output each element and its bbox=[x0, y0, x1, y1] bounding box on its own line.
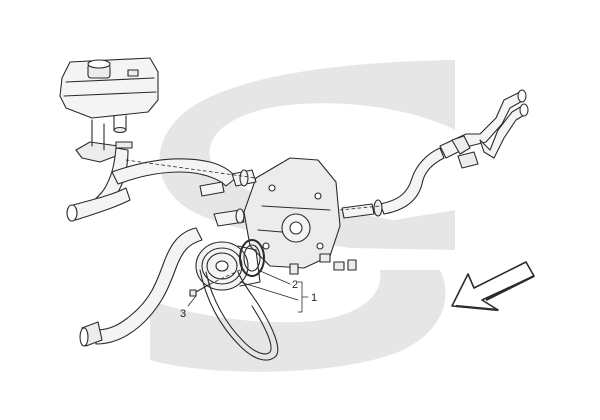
watermark-upper-arc bbox=[159, 60, 455, 250]
right-hose-riser bbox=[379, 147, 445, 215]
callout-number-3: 3 bbox=[180, 308, 186, 320]
watermark-logo bbox=[150, 60, 455, 372]
pump-bolt-4 bbox=[262, 242, 270, 250]
tank-cap-top bbox=[87, 59, 111, 69]
tank-ridge-line bbox=[65, 77, 155, 83]
right-connector-hose bbox=[341, 147, 445, 219]
left-outlet-pipe-end bbox=[66, 204, 78, 222]
bolt-shaft bbox=[195, 283, 211, 293]
pump-housing-rib bbox=[261, 205, 331, 211]
belt-path bbox=[199, 269, 279, 361]
tank-ridge-line-2 bbox=[63, 91, 157, 97]
small-fitting bbox=[319, 253, 331, 263]
pump-hose-fittings bbox=[199, 169, 257, 227]
fitting-lower-clamp bbox=[235, 208, 245, 224]
upper-right-pipe-end bbox=[517, 89, 527, 103]
tank-outlet-ring bbox=[113, 126, 127, 134]
watermark-lower-arc bbox=[150, 270, 446, 372]
right-small-fittings bbox=[289, 253, 357, 275]
callout-1-bracket bbox=[297, 281, 309, 313]
small-fitting-3 bbox=[347, 259, 357, 271]
pump-housing-boss-inner bbox=[289, 221, 303, 235]
lower-left-hose-opening bbox=[79, 327, 89, 347]
pulley-hub bbox=[215, 260, 229, 272]
belt-path-inner bbox=[205, 271, 272, 355]
lower-left-hose bbox=[79, 227, 203, 347]
pump-bolt-3 bbox=[316, 242, 324, 250]
right-hose-clamp bbox=[373, 199, 383, 217]
bolt-head bbox=[189, 289, 197, 297]
left-outlet-pipe bbox=[66, 187, 131, 222]
fitting-upper-clamp bbox=[239, 169, 249, 187]
leader-callout-3 bbox=[187, 295, 197, 307]
expansion-tank bbox=[59, 57, 159, 134]
callout-number-2: 2 bbox=[292, 279, 298, 291]
pump-housing-rib-2 bbox=[257, 229, 283, 233]
gasket-ring bbox=[239, 239, 265, 277]
water-pump-housing bbox=[243, 157, 341, 269]
fitting-mid bbox=[199, 181, 225, 197]
direction-arrow-shadow bbox=[455, 275, 535, 312]
leader-lines bbox=[125, 159, 381, 285]
pump-bolt bbox=[268, 184, 276, 192]
lower-left-hose-body bbox=[95, 227, 203, 345]
hose-clip bbox=[115, 141, 133, 149]
arrow-down-left-icon bbox=[451, 261, 535, 312]
leader-right bbox=[339, 205, 381, 211]
tank-side-nipple bbox=[127, 69, 139, 77]
small-fitting-4 bbox=[289, 263, 299, 275]
pulley-groove-2 bbox=[206, 252, 238, 280]
leader-tank bbox=[125, 159, 257, 179]
tank-bracket bbox=[75, 119, 119, 163]
left-outlet-pipe-body bbox=[69, 187, 131, 221]
callout-number-1: 1 bbox=[311, 292, 317, 304]
pulley-bolt bbox=[189, 283, 211, 297]
pipe-bracket-2 bbox=[457, 151, 479, 169]
direction-arrow-shape bbox=[451, 261, 535, 311]
small-fitting-2 bbox=[333, 261, 345, 271]
pump-gasket bbox=[239, 239, 265, 277]
bracket-plate bbox=[75, 141, 119, 163]
drive-belt bbox=[199, 269, 279, 361]
pump-pulley bbox=[195, 241, 261, 291]
upper-right-pipe-end-2 bbox=[519, 103, 529, 117]
tank-hose bbox=[91, 141, 237, 209]
pipe-bracket bbox=[451, 135, 471, 155]
gasket-ring-inner bbox=[243, 244, 261, 272]
leader-callout-1a bbox=[239, 281, 299, 301]
pump-bolt-2 bbox=[314, 192, 322, 200]
watermark-mid-arc bbox=[370, 210, 455, 250]
callout-leaders bbox=[187, 269, 309, 313]
upper-right-pipe bbox=[439, 89, 529, 169]
leader-callout-2 bbox=[257, 269, 291, 285]
